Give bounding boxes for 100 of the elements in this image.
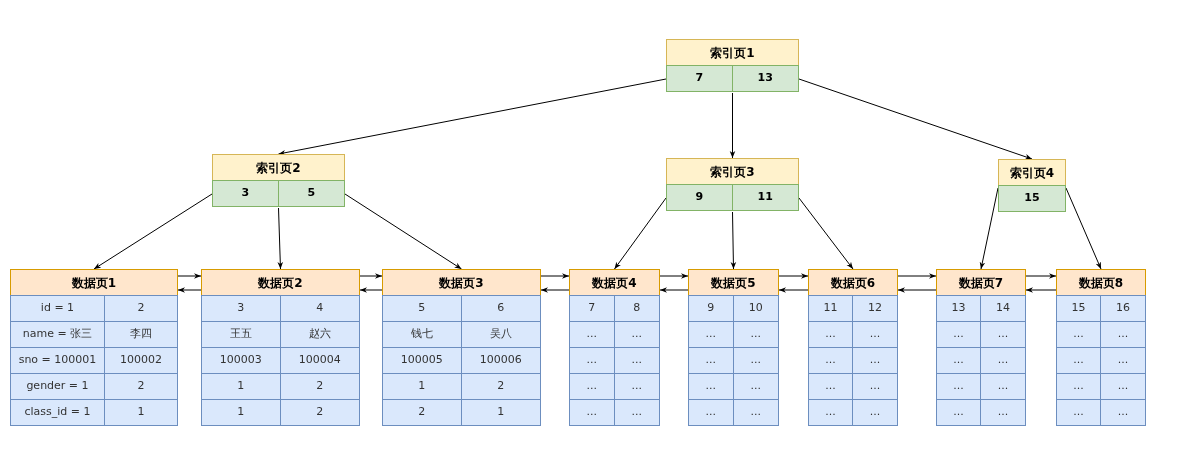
page-header: 索引页2 xyxy=(212,154,345,181)
table-cell: 钱七 xyxy=(382,321,462,348)
table-cell: name = 张三 xyxy=(10,321,105,348)
table-cell: 100006 xyxy=(460,347,541,374)
table-cell: gender = 1 xyxy=(10,373,105,400)
arrow xyxy=(278,78,667,156)
table-cell: 9 xyxy=(666,184,733,211)
table-cell: ... xyxy=(980,373,1026,400)
table-cell: ... xyxy=(1100,399,1146,426)
table-cell: 11 xyxy=(731,184,799,211)
page-header: 数据页2 xyxy=(201,269,360,296)
table-cell: ... xyxy=(980,347,1026,374)
arrow xyxy=(1025,273,1057,279)
page-header: 索引页1 xyxy=(666,39,799,66)
table-cell: ... xyxy=(980,399,1026,426)
table-cell: 1 xyxy=(201,399,281,426)
table-cell: class_id = 1 xyxy=(10,399,105,426)
page-header: 数据页4 xyxy=(569,269,660,296)
table-cell: 2 xyxy=(103,373,178,400)
table-cell: 1 xyxy=(103,399,178,426)
table-cell: ... xyxy=(688,321,734,348)
arrow xyxy=(177,287,202,293)
arrow xyxy=(614,197,667,270)
arrow xyxy=(540,287,570,293)
arrow xyxy=(729,92,736,159)
table-cell: 100005 xyxy=(382,347,462,374)
table-cell: 12 xyxy=(852,295,898,322)
arrow xyxy=(93,193,213,270)
table-cell: 16 xyxy=(1100,295,1146,322)
table-cell: 2 xyxy=(103,295,178,322)
table-cell: 5 xyxy=(277,180,345,207)
table-cell: sno = 100001 xyxy=(10,347,105,374)
table-cell: 14 xyxy=(980,295,1026,322)
table-cell: 2 xyxy=(279,373,360,400)
table-cell: 2 xyxy=(382,399,462,426)
arrow xyxy=(1065,187,1102,270)
table-cell: 1 xyxy=(201,373,281,400)
table-cell: 赵六 xyxy=(279,321,360,348)
table-cell: ... xyxy=(613,399,660,426)
table-cell: ... xyxy=(852,321,898,348)
table-cell: ... xyxy=(732,399,779,426)
table-cell: 15 xyxy=(998,185,1066,212)
table-cell: ... xyxy=(852,399,898,426)
table-cell: ... xyxy=(569,399,615,426)
page-header: 数据页5 xyxy=(688,269,779,296)
table-cell: 100003 xyxy=(201,347,281,374)
table-cell: 7 xyxy=(569,295,615,322)
table-cell: 2 xyxy=(279,399,360,426)
table-cell: 1 xyxy=(382,373,462,400)
table-cell: 5 xyxy=(382,295,462,322)
table-cell: 李四 xyxy=(103,321,178,348)
table-cell: ... xyxy=(1100,321,1146,348)
table-cell: 1 xyxy=(460,399,541,426)
table-cell: ... xyxy=(569,321,615,348)
table-cell: 9 xyxy=(688,295,734,322)
arrow xyxy=(897,287,937,293)
arrow xyxy=(359,273,383,279)
arrow xyxy=(979,187,999,270)
table-cell: ... xyxy=(1056,399,1101,426)
table-cell: 7 xyxy=(666,65,733,92)
table-cell: 4 xyxy=(279,295,360,322)
table-cell: 王五 xyxy=(201,321,281,348)
arrow xyxy=(1025,287,1057,293)
table-cell: ... xyxy=(688,347,734,374)
arrow xyxy=(359,287,383,293)
table-cell: ... xyxy=(852,373,898,400)
table-cell: id = 1 xyxy=(10,295,105,322)
page-header: 数据页7 xyxy=(936,269,1026,296)
arrow xyxy=(540,273,570,279)
arrow xyxy=(344,193,462,270)
table-cell: ... xyxy=(1100,373,1146,400)
table-cell: ... xyxy=(980,321,1026,348)
table-cell: ... xyxy=(936,399,981,426)
page-header: 数据页3 xyxy=(382,269,541,296)
arrow xyxy=(897,273,937,279)
arrow xyxy=(659,273,689,279)
arrow xyxy=(659,287,689,293)
table-cell: 100002 xyxy=(103,347,178,374)
table-cell: 2 xyxy=(460,373,541,400)
table-cell: ... xyxy=(1100,347,1146,374)
table-cell: ... xyxy=(688,399,734,426)
table-cell: ... xyxy=(808,399,853,426)
page-header: 索引页4 xyxy=(998,159,1066,186)
page-header: 数据页8 xyxy=(1056,269,1146,296)
arrow xyxy=(778,287,809,293)
arrow xyxy=(177,273,202,279)
arrow xyxy=(277,207,284,270)
arrow xyxy=(798,197,854,270)
arrow xyxy=(778,273,809,279)
page-header: 数据页6 xyxy=(808,269,898,296)
arrow xyxy=(730,211,737,270)
table-cell: ... xyxy=(688,373,734,400)
table-cell: ... xyxy=(852,347,898,374)
table-cell: 100004 xyxy=(279,347,360,374)
table-cell: 吴八 xyxy=(460,321,541,348)
table-cell: 6 xyxy=(460,295,541,322)
page-header: 数据页1 xyxy=(10,269,178,296)
page-header: 索引页3 xyxy=(666,158,799,185)
table-cell: ... xyxy=(569,373,615,400)
table-cell: 3 xyxy=(212,180,279,207)
